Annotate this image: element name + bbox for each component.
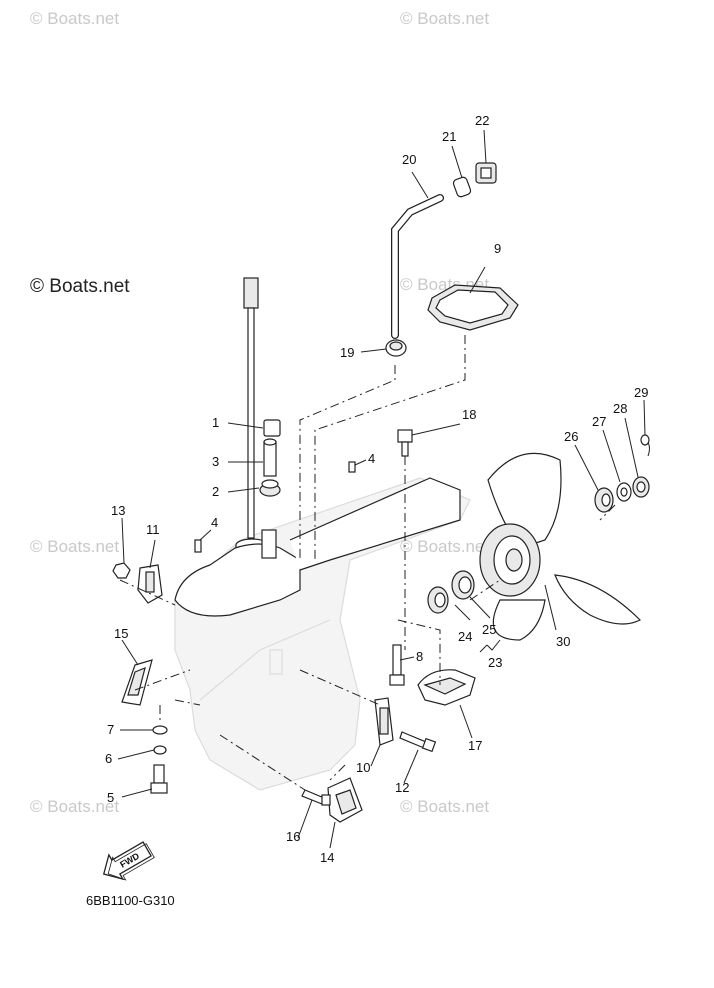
part-10-anode xyxy=(374,697,394,746)
callout-14: 14 xyxy=(320,850,334,865)
part-18-bolt xyxy=(397,429,413,457)
fwd-arrow-icon: FWD xyxy=(102,841,155,881)
callout-17: 17 xyxy=(468,738,482,753)
callout-28: 28 xyxy=(613,401,627,416)
callout-10: 10 xyxy=(356,760,370,775)
callout-25: 25 xyxy=(482,622,496,637)
drive-shaft xyxy=(235,277,269,561)
part-19-grommet xyxy=(385,339,407,357)
part-25-washer xyxy=(451,570,475,600)
part-20-water-tube xyxy=(391,194,444,339)
watermark-top-left: © Boats.net xyxy=(30,9,119,28)
callout-3: 3 xyxy=(212,454,219,469)
part-7-washer xyxy=(152,725,168,735)
part-21-grommet xyxy=(452,176,472,198)
callout-9: 9 xyxy=(494,241,501,256)
callout-23: 23 xyxy=(488,655,502,670)
callout-11: 11 xyxy=(146,522,160,537)
callout-26: 26 xyxy=(564,429,578,444)
callout-2: 2 xyxy=(212,484,219,499)
callout-5: 5 xyxy=(107,790,114,805)
callout-labels: 1 2 3 4 4 5 6 7 8 9 10 11 12 13 14 15 16… xyxy=(105,113,648,865)
callout-21: 21 xyxy=(442,129,456,144)
part-14-anode xyxy=(327,777,363,823)
callout-6: 6 xyxy=(105,751,112,766)
callout-18: 18 xyxy=(462,407,476,422)
part-27-washer xyxy=(616,482,632,502)
watermark-bottom-right: © Boats.net xyxy=(400,797,489,816)
part-13-nut xyxy=(112,562,131,579)
callout-4-lower: 4 xyxy=(211,515,218,530)
callout-8: 8 xyxy=(416,649,423,664)
part-3-sleeve xyxy=(263,438,277,477)
watermark-top-right: © Boats.net xyxy=(400,9,489,28)
part-22-seal xyxy=(475,162,497,184)
part-4-pin-upper xyxy=(348,461,356,473)
part-15-shield xyxy=(121,659,153,706)
part-12-bolt xyxy=(399,731,437,753)
part-24-spacer xyxy=(427,586,449,614)
callout-27: 27 xyxy=(592,414,606,429)
assembly-lines xyxy=(119,335,616,791)
part-17-trim-tab xyxy=(417,669,476,706)
callout-29: 29 xyxy=(634,385,648,400)
part-9-gasket xyxy=(427,284,519,331)
diagram-code: 6BB1100-G310 xyxy=(86,893,175,908)
callout-13: 13 xyxy=(111,503,125,518)
callout-19: 19 xyxy=(340,345,354,360)
part-8-bolt xyxy=(389,644,405,686)
part-28-nut xyxy=(632,476,650,498)
watermark-mid-right-2: © Boats.net xyxy=(400,537,489,556)
callout-22: 22 xyxy=(475,113,489,128)
callout-4-upper: 4 xyxy=(368,451,375,466)
callout-20: 20 xyxy=(402,152,416,167)
callout-24: 24 xyxy=(458,629,472,644)
watermark-bottom-left: © Boats.net xyxy=(30,797,119,816)
watermark-mid-left: © Boats.net xyxy=(30,537,119,556)
callout-1: 1 xyxy=(212,415,219,430)
part-4-pin-lower xyxy=(194,539,202,553)
part-26-spacer xyxy=(594,487,614,513)
callout-7: 7 xyxy=(107,722,114,737)
part-29-cotter-pin xyxy=(640,434,650,457)
callout-30: 30 xyxy=(556,634,570,649)
part-16-bolt xyxy=(301,789,331,806)
part-11-anode xyxy=(137,564,163,604)
water-pump-housing xyxy=(174,477,461,617)
part-5-bolt xyxy=(150,764,168,794)
callout-15: 15 xyxy=(114,626,128,641)
callout-12: 12 xyxy=(395,780,409,795)
part-30-propeller xyxy=(479,452,642,641)
leader-lines xyxy=(117,129,646,849)
callout-16: 16 xyxy=(286,829,300,844)
part-6-washer xyxy=(153,745,167,755)
part-2-bushing xyxy=(259,479,281,497)
part-1-collar xyxy=(263,419,281,437)
watermark-main: © Boats.net xyxy=(30,276,130,297)
